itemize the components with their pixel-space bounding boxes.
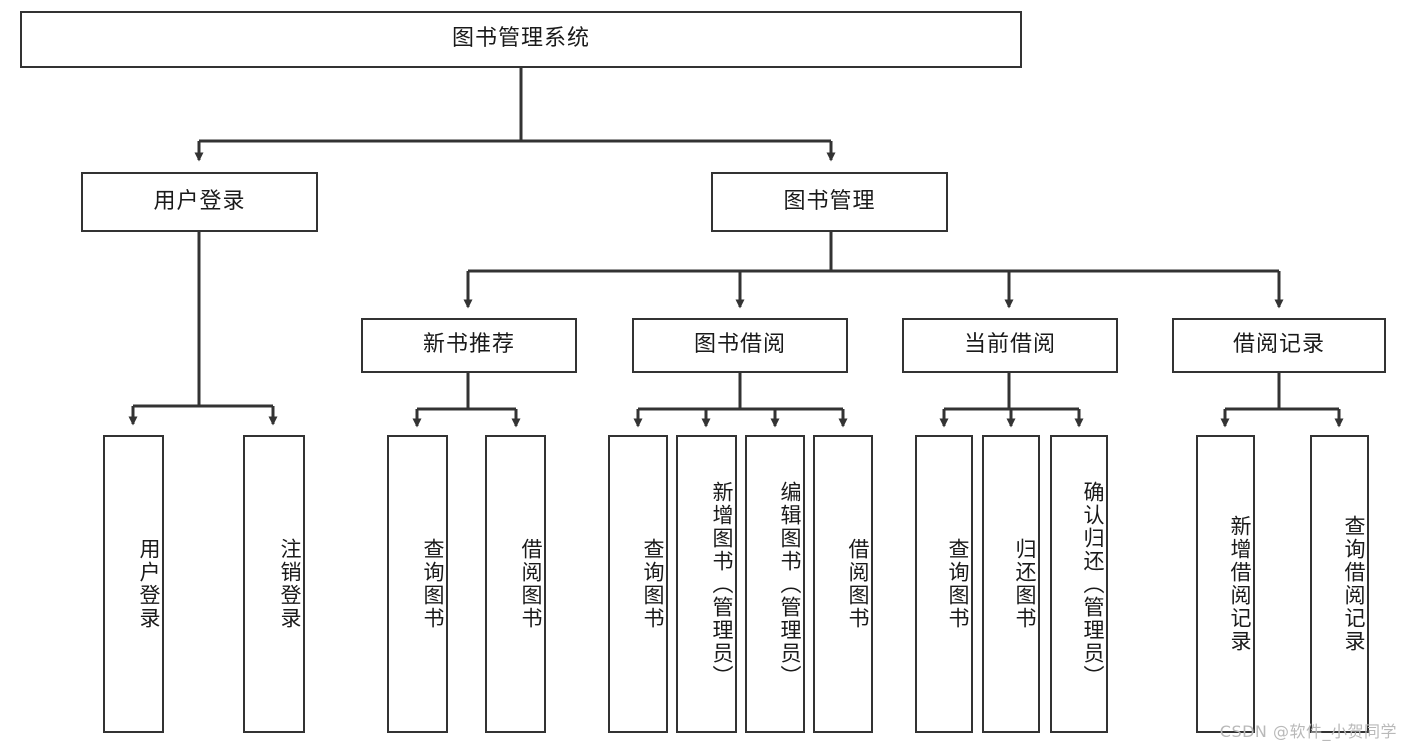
node-logout-leaf[interactable]: 注销登录	[243, 435, 305, 733]
node-add-borrow-record-label: 新增借阅记录	[1228, 515, 1252, 653]
node-logout-leaf-label: 注销登录	[278, 538, 302, 630]
node-root-label: 图书管理系统	[451, 26, 590, 52]
node-borrow-book-1[interactable]: 借阅图书	[485, 435, 546, 733]
node-book-manage[interactable]: 图书管理	[711, 172, 948, 232]
node-add-book-admin-label: 新增图书（管理员）	[710, 480, 734, 688]
node-root[interactable]: 图书管理系统	[20, 11, 1022, 68]
node-new-book-recommend[interactable]: 新书推荐	[361, 318, 577, 373]
node-book-borrow-label: 图书借阅	[693, 332, 786, 358]
node-book-manage-label: 图书管理	[783, 188, 876, 214]
node-borrow-book-2[interactable]: 借阅图书	[813, 435, 873, 733]
node-current-borrow[interactable]: 当前借阅	[902, 318, 1118, 373]
node-confirm-return-admin-label: 确认归还（管理员）	[1081, 480, 1105, 688]
node-query-book-2-label: 查询图书	[641, 538, 665, 630]
node-borrow-record[interactable]: 借阅记录	[1172, 318, 1386, 373]
node-borrow-book-2-label: 借阅图书	[846, 538, 870, 630]
node-return-book-label: 归还图书	[1013, 538, 1037, 630]
node-query-book-1-label: 查询图书	[421, 538, 445, 630]
node-query-book-3[interactable]: 查询图书	[915, 435, 973, 733]
watermark-text: CSDN @软件_小贺同学	[1219, 722, 1397, 741]
node-user-login-leaf-label: 用户登录	[137, 538, 161, 630]
node-edit-book-admin-label: 编辑图书（管理员）	[778, 480, 802, 688]
node-query-book-3-label: 查询图书	[946, 538, 970, 630]
node-confirm-return-admin[interactable]: 确认归还（管理员）	[1050, 435, 1108, 733]
node-borrow-record-label: 借阅记录	[1232, 332, 1325, 358]
node-query-borrow-record-label: 查询借阅记录	[1342, 515, 1366, 653]
node-query-book-2[interactable]: 查询图书	[608, 435, 668, 733]
node-user-login[interactable]: 用户登录	[81, 172, 318, 232]
node-edit-book-admin[interactable]: 编辑图书（管理员）	[745, 435, 805, 733]
node-query-book-1[interactable]: 查询图书	[387, 435, 448, 733]
node-current-borrow-label: 当前借阅	[963, 332, 1056, 358]
node-user-login-leaf[interactable]: 用户登录	[103, 435, 164, 733]
node-add-book-admin[interactable]: 新增图书（管理员）	[676, 435, 737, 733]
node-return-book[interactable]: 归还图书	[982, 435, 1040, 733]
node-user-login-label: 用户登录	[153, 188, 246, 214]
node-query-borrow-record[interactable]: 查询借阅记录	[1310, 435, 1369, 733]
node-new-book-recommend-label: 新书推荐	[422, 332, 515, 358]
node-book-borrow[interactable]: 图书借阅	[632, 318, 848, 373]
node-add-borrow-record[interactable]: 新增借阅记录	[1196, 435, 1255, 733]
node-borrow-book-1-label: 借阅图书	[519, 538, 543, 630]
